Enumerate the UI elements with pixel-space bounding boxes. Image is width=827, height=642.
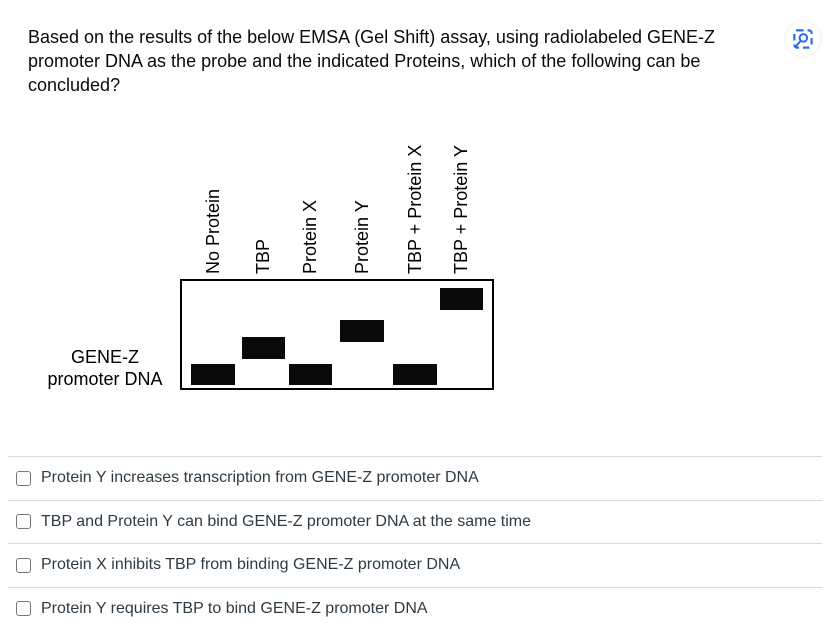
question-text: Based on the results of the below EMSA (… — [28, 25, 813, 97]
lane-label: TBP + Protein Y — [451, 145, 471, 274]
screen-capture-icon[interactable] — [786, 22, 820, 56]
answer-checkbox[interactable] — [16, 601, 31, 617]
gel-band — [191, 364, 235, 385]
answer-option[interactable]: Protein X inhibits TBP from binding GENE… — [8, 543, 822, 587]
gel-band — [340, 320, 384, 342]
probe-label: GENE-Z promoter DNA — [35, 347, 175, 390]
gel-band — [440, 288, 483, 310]
answer-label: Protein Y requires TBP to bind GENE-Z pr… — [41, 599, 428, 617]
lane-label: TBP — [253, 238, 273, 274]
lane-label: Protein Y — [351, 200, 372, 274]
answer-option[interactable]: Protein Y requires TBP to bind GENE-Z pr… — [8, 586, 822, 631]
answer-option[interactable]: TBP and Protein Y can bind GENE-Z promot… — [8, 499, 822, 544]
lane-label: TBP + Protein X — [404, 144, 425, 274]
question-line: Based on the results of the below EMSA (… — [28, 27, 716, 47]
lane-label: Protein X — [300, 199, 320, 274]
question-line: promoter DNA as the probe and the indica… — [28, 51, 701, 71]
answer-checkbox[interactable] — [16, 470, 31, 486]
answer-checkbox[interactable] — [16, 557, 31, 573]
answer-checkbox[interactable] — [16, 514, 31, 530]
gel-band — [393, 364, 437, 385]
answer-options: Protein Y increases transcription from G… — [8, 456, 822, 630]
answer-label: Protein X inhibits TBP from binding GENE… — [41, 556, 461, 574]
probe-label-line: GENE-Z — [70, 347, 139, 367]
gel-band — [242, 337, 285, 359]
answer-label: Protein Y increases transcription from G… — [41, 469, 479, 487]
question-line: concluded? — [28, 75, 121, 95]
gel-band — [289, 364, 332, 385]
answer-label: TBP and Protein Y can bind GENE-Z promot… — [41, 512, 532, 530]
answer-option[interactable]: Protein Y increases transcription from G… — [8, 456, 822, 500]
probe-label-line: promoter DNA — [47, 368, 163, 389]
lane-label: No Protein — [202, 188, 223, 274]
